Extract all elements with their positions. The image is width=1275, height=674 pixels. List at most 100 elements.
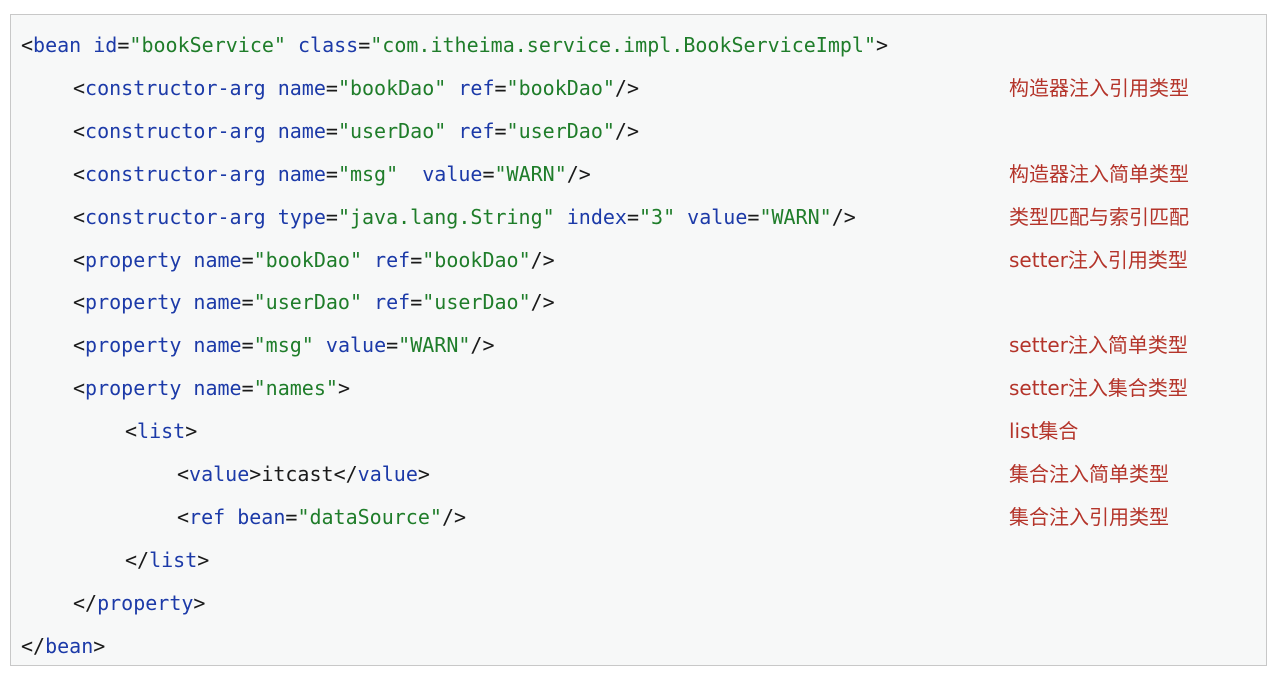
code-line: <property name="bookDao" ref="bookDao"/> [73,245,555,275]
xml-string-value: "bookDao" [253,247,363,272]
xml-string-value: "msg" [337,161,399,186]
annotation-comment: setter注入简单类型 [1009,333,1188,358]
code-punct: </ [333,462,358,486]
code-line: <constructor-arg name="userDao" ref="use… [73,116,639,146]
xml-attribute: index [566,204,627,229]
annotation-comment: setter注入引用类型 [1009,247,1188,272]
xml-string-value: "userDao" [253,290,363,315]
code-punct [446,76,458,100]
xml-string-value: "WARN" [398,333,471,358]
code-punct: > [417,462,430,486]
code-line: <property name="names"> [73,373,350,403]
code-line: <constructor-arg name="bookDao" ref="boo… [73,73,639,103]
code-punct: = [626,204,639,229]
code-punct: < [73,161,86,186]
code-line: <constructor-arg type="java.lang.String"… [73,202,856,232]
xml-attribute: name [193,333,242,358]
code-punct: = [241,376,254,401]
code-line: </bean> [21,631,105,661]
code-punct [266,162,278,186]
code-punct: /> [530,247,555,272]
code-punct [81,33,93,57]
code-punct: /> [530,290,555,315]
code-line: <value>itcast</value> [177,459,430,489]
code-line: <property name="msg" value="WARN"/> [73,330,495,360]
code-punct: < [177,462,190,486]
code-punct [362,248,374,272]
code-punct: < [73,118,86,143]
code-punct: = [241,333,254,358]
code-punct: = [325,161,338,186]
code-punct: /> [831,204,856,229]
xml-string-value: "dataSource" [297,504,442,529]
xml-attribute: value [422,161,483,186]
code-punct: > [337,376,350,401]
annotation-comment: list集合 [1009,419,1079,444]
xml-string-value: "userDao" [506,118,615,143]
xml-string-value: "bookDao" [337,75,447,100]
code-punct: = [241,290,254,315]
xml-attribute: class [298,33,359,57]
code-punct [675,205,687,229]
xml-attribute: name [277,75,326,100]
xml-attribute: name [193,376,242,401]
xml-string-value: "bookDao" [422,247,531,272]
code-punct: = [358,33,371,57]
code-punct: = [410,290,423,315]
xml-attribute: bean [237,504,286,529]
code-punct [314,333,326,357]
xml-attribute: name [193,290,242,315]
code-punct: = [325,204,338,229]
code-punct: < [73,204,86,229]
xml-attribute: ref [374,290,411,315]
xml-tag-name: constructor-arg [85,204,266,229]
code-punct: > [93,633,106,658]
xml-tag-name: property [97,590,194,615]
code-punct: > [197,547,210,572]
code-punct: < [177,504,190,529]
code-punct: > [249,462,262,486]
code-line: <list> [125,416,197,446]
xml-attribute: ref [458,118,495,143]
xml-attribute: type [277,204,326,229]
code-punct: </ [73,590,98,615]
code-punct: < [73,290,86,315]
xml-attribute: value [325,333,387,358]
code-punct [266,76,278,100]
xml-attribute: name [277,118,326,143]
annotation-comment: 构造器注入引用类型 [1009,75,1189,100]
xml-tag-name: value [189,462,250,486]
code-punct: = [410,247,423,272]
xml-tag-name: bean [45,633,94,658]
xml-string-value: "3" [639,204,676,229]
xml-text: itcast [261,462,334,486]
xml-string-value: "userDao" [337,118,447,143]
xml-attribute: name [193,247,242,272]
code-punct: = [747,204,760,229]
xml-string-value: "java.lang.String" [337,204,555,229]
code-block: <bean id="bookService" class="com.itheim… [10,14,1267,666]
code-punct: = [285,504,298,529]
xml-tag-name: constructor-arg [85,118,266,143]
xml-attribute: ref [374,247,411,272]
annotation-comment: 类型匹配与索引匹配 [1009,204,1189,229]
code-punct: /> [441,504,467,529]
xml-tag-name: property [85,247,182,272]
code-punct [266,119,278,143]
code-punct [181,333,193,357]
code-punct: = [325,75,338,100]
code-punct: /> [470,333,495,358]
code-punct [286,33,298,57]
code-punct: > [193,590,206,615]
xml-attribute: name [277,161,326,186]
code-punct: < [73,376,86,401]
xml-tag-name: list [149,547,198,572]
code-punct [181,290,193,314]
xml-tag-name: property [85,290,182,315]
code-punct: = [117,33,130,57]
xml-string-value: "WARN" [759,204,832,229]
xml-string-value: "bookDao" [506,75,615,100]
code-punct: < [125,419,138,444]
xml-string-value: "WARN" [494,161,567,186]
annotation-comment: 集合注入简单类型 [1009,462,1169,486]
